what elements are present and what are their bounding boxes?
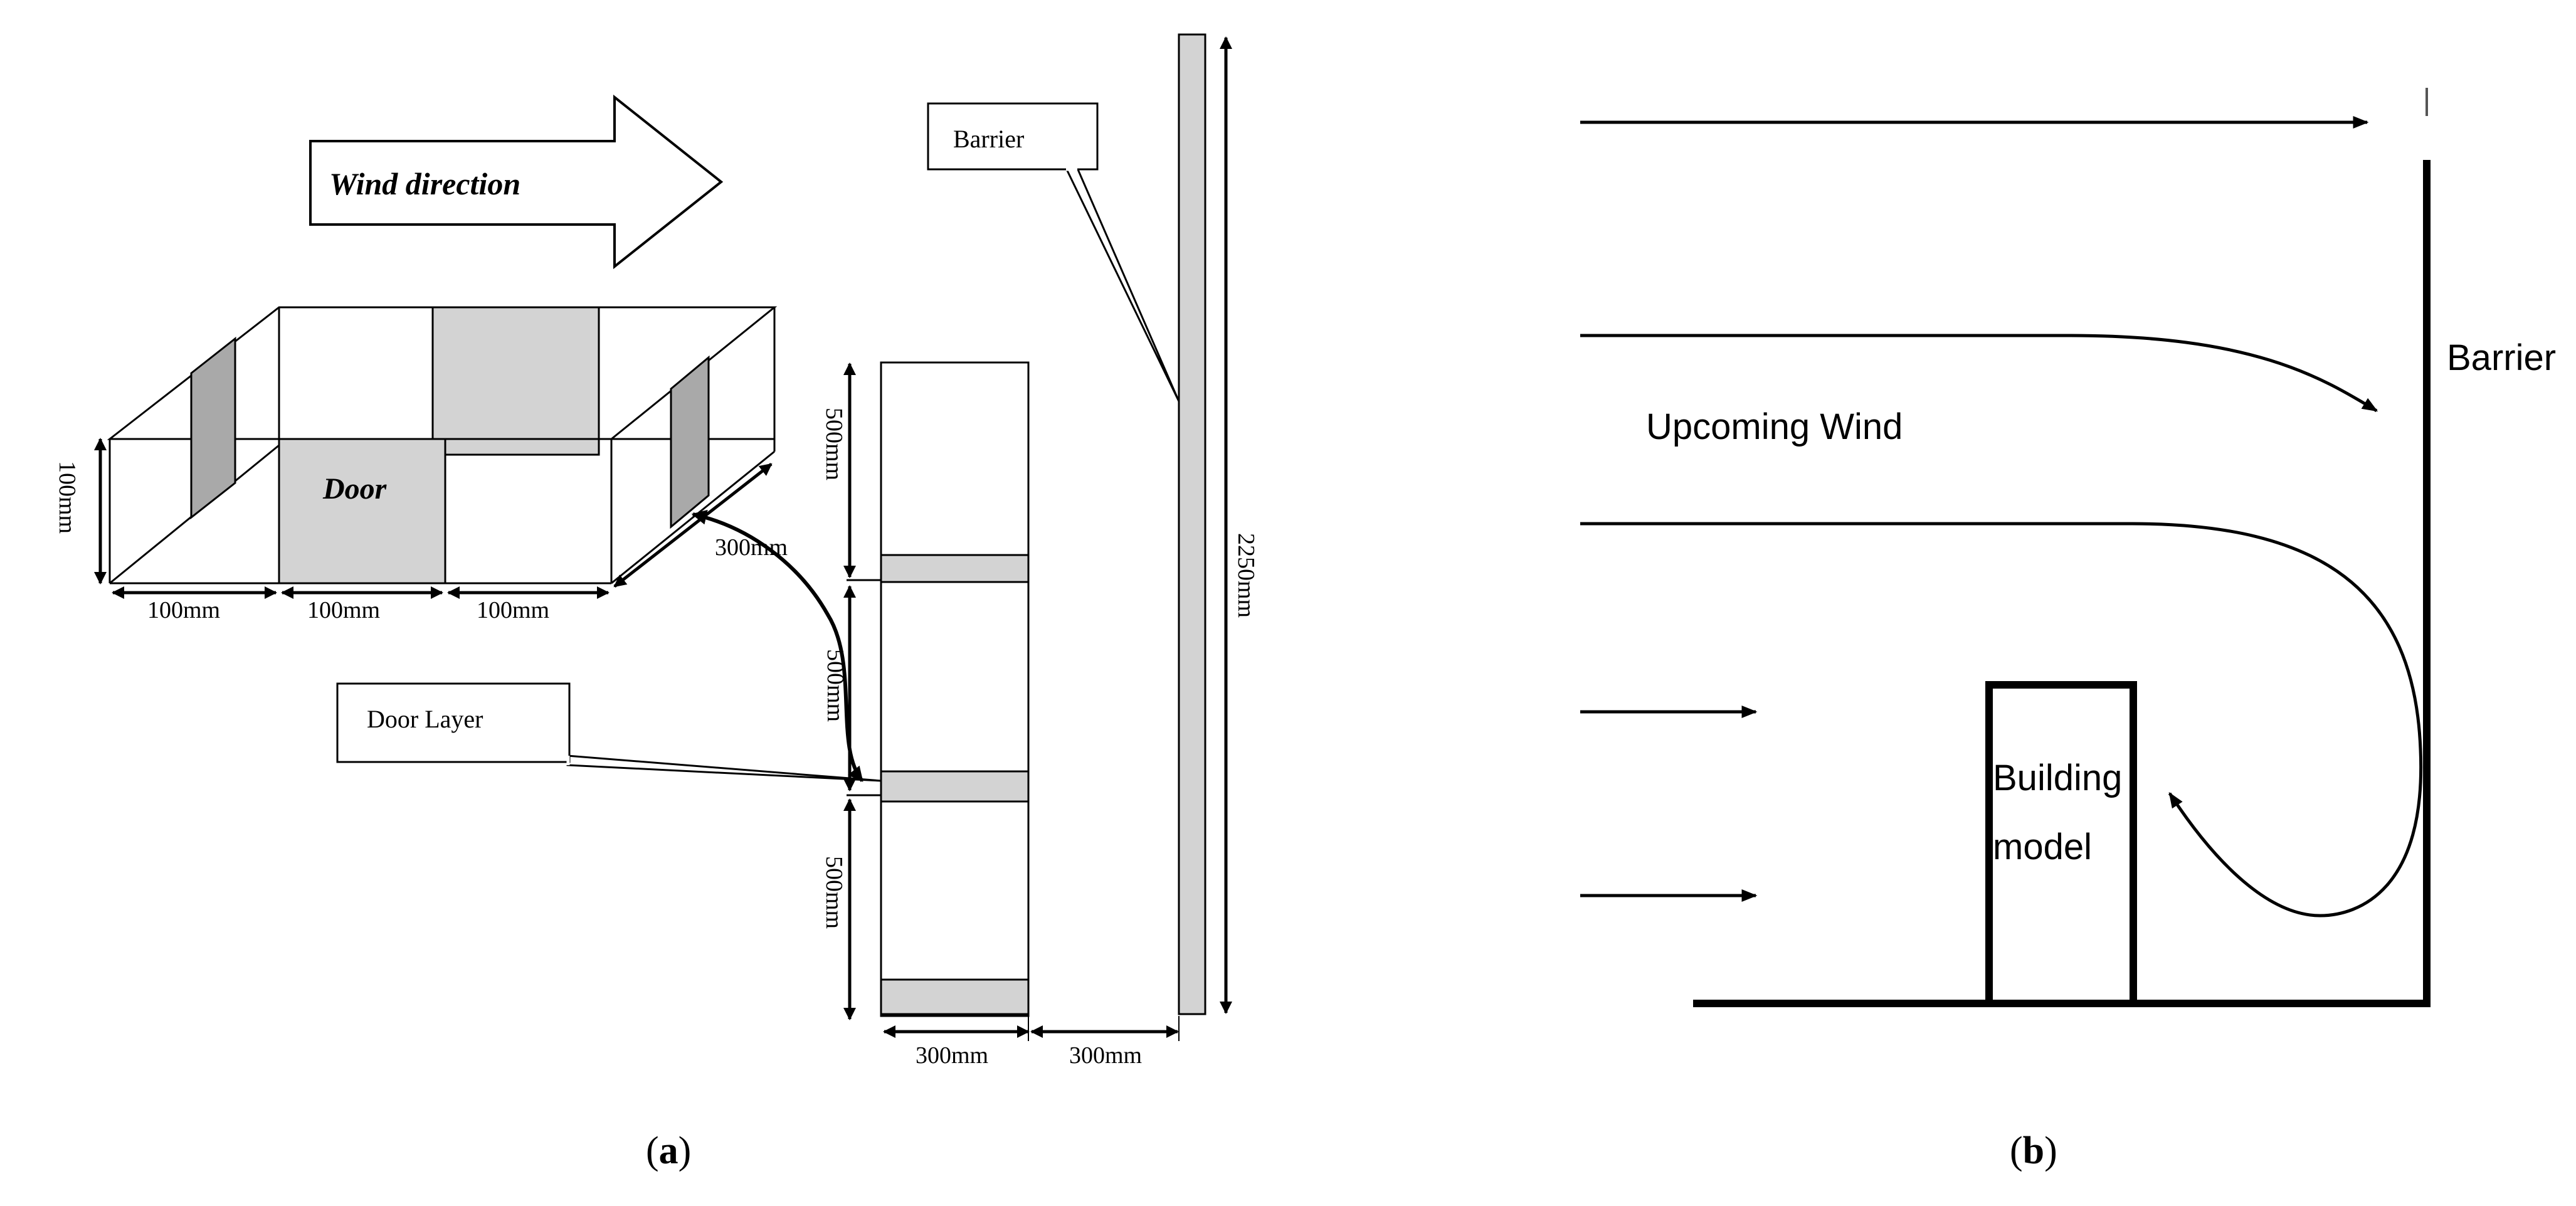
left-window-panel [190,336,236,520]
dim-width-2-label: 100mm [307,597,380,623]
panel-b: Building model Upcoming Wind Barrier (b) [1580,88,2556,1172]
dim-layer-mid-label: 500mm [822,649,848,722]
dim-bottom-width-label: 300mm [916,1042,988,1069]
right-window-panel [670,355,710,529]
building-label-line2: model [1993,827,2092,867]
dim-gap-label: 300mm [1069,1042,1142,1069]
tower [847,361,1030,1017]
dim-width-3-label: 100mm [477,597,549,623]
wind-direction-arrow: Wind direction [309,94,724,270]
caption-b-letter: b [2023,1129,2044,1172]
wind-line-deflect [1580,334,2378,413]
barrier-a-label: Barrier [953,125,1024,153]
door-layer-callout: Door Layer [336,682,882,782]
wind-direction-label: Wind direction [329,166,520,201]
door-panel [278,438,446,584]
door-layer-label: Door Layer [367,705,483,733]
barrier-a [1178,33,1206,1015]
dim-layer-top-label: 500mm [821,408,847,480]
back-window-panel [431,306,600,456]
door-layer-2 [880,770,1030,803]
door-layer-3 [880,978,1030,1015]
dim-layer-bottom-label: 500mm [821,856,847,929]
door-layer-1 [880,554,1030,583]
panel-a: Wind direction Door 100m [54,33,1259,1172]
barrier-b-label: Barrier [2447,337,2556,378]
caption-a-letter: a [659,1129,678,1172]
dim-barrier-label: 2250mm [1233,533,1259,618]
dim-width-1-label: 100mm [147,597,220,623]
upcoming-wind-label: Upcoming Wind [1646,406,1903,447]
wind-line-vortex [1580,522,2423,918]
building-model [1985,681,2137,1007]
dim-height-label: 100mm [54,461,80,534]
caption-b: (b) [2010,1129,2057,1172]
barrier-callout: Barrier [927,102,1180,402]
caption-a: (a) [646,1129,691,1172]
building-label-line1: Building [1993,758,2122,798]
door-label: Door [322,472,388,505]
